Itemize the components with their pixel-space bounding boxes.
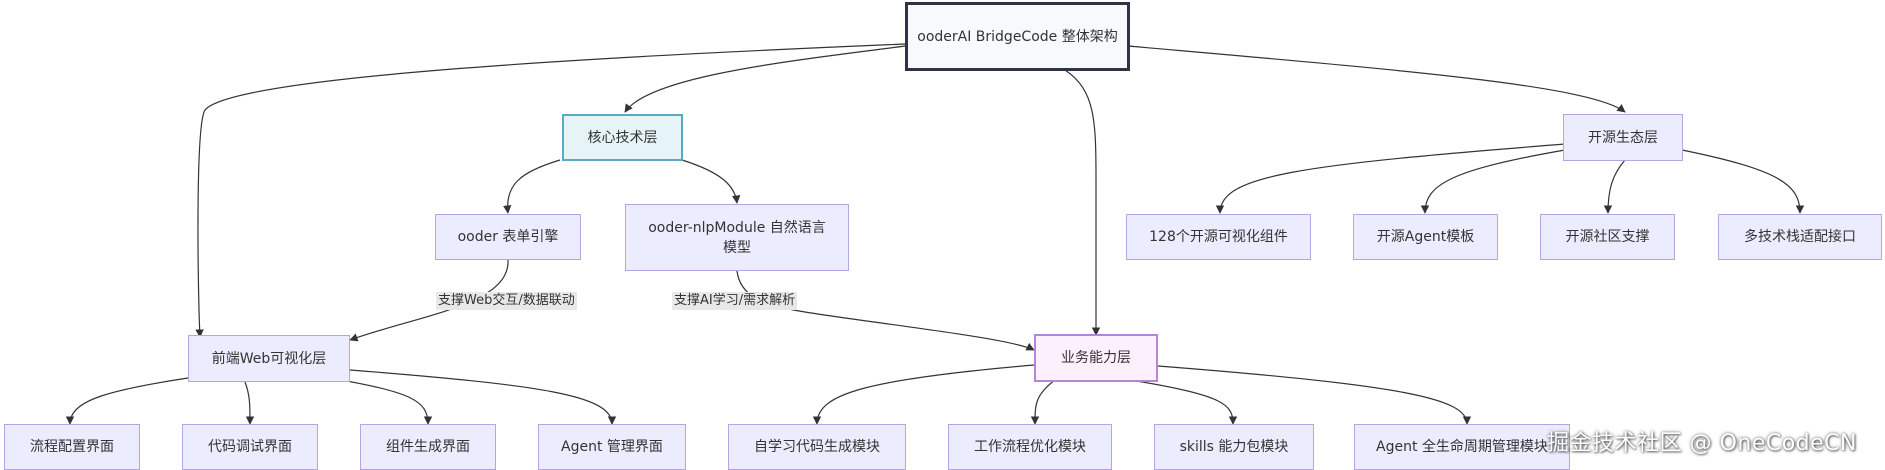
edge-biz-biz3 <box>1129 379 1238 425</box>
node-oss-agent-templates: 开源Agent模板 <box>1353 214 1498 260</box>
node-biz-self-learning-codegen: 自学习代码生成模块 <box>728 424 906 470</box>
edge-open-oss4 <box>1681 149 1805 214</box>
node-oss4-label: 多技术栈适配接口 <box>1744 229 1856 245</box>
node-web3-label: 组件生成界面 <box>386 439 470 455</box>
edge-root-open <box>1127 45 1626 113</box>
node-oss-components: 128个开源可视化组件 <box>1126 214 1311 260</box>
watermark: 掘金技术社区 @ OneCodeCN <box>1547 431 1857 456</box>
node-web-flow-config: 流程配置界面 <box>4 424 140 470</box>
node-business-layer: 业务能力层 <box>1034 334 1158 382</box>
node-oss-multi-stack: 多技术栈适配接口 <box>1718 214 1882 260</box>
node-root: ooderAI BridgeCode 整体架构 <box>905 2 1130 71</box>
node-biz2-label: 工作流程优化模块 <box>974 439 1086 455</box>
node-web1-label: 流程配置界面 <box>30 439 114 455</box>
edge-open-oss2 <box>1420 149 1566 214</box>
node-open-source-layer: 开源生态层 <box>1563 114 1683 161</box>
node-biz-agent-lifecycle: Agent 全生命周期管理模块 <box>1354 424 1570 470</box>
node-biz-workflow-optimize: 工作流程优化模块 <box>948 424 1112 470</box>
node-biz-skills-pack: skills 能力包模块 <box>1154 424 1314 470</box>
node-web-code-debug: 代码调试界面 <box>182 424 318 470</box>
edge-core-form <box>503 159 561 214</box>
node-nlp-label: ooder-nlpModule 自然语言模型 <box>648 219 826 256</box>
edge-web-web4 <box>349 369 617 425</box>
node-web-agent-manage: Agent 管理界面 <box>538 424 686 470</box>
node-web-label: 前端Web可视化层 <box>211 350 327 367</box>
edge-web-web3 <box>329 377 433 425</box>
node-oss2-label: 开源Agent模板 <box>1376 229 1475 245</box>
node-oss1-label: 128个开源可视化组件 <box>1149 229 1288 245</box>
edge-open-oss3 <box>1603 159 1626 214</box>
edge-web-web1 <box>65 377 189 425</box>
node-web2-label: 代码调试界面 <box>208 439 292 455</box>
node-core-label: 核心技术层 <box>587 129 658 146</box>
edge-root-core <box>624 45 906 113</box>
edge-label-nlp-biz: 支撑AI学习/需求解析 <box>672 292 798 310</box>
node-web4-label: Agent 管理界面 <box>561 439 663 455</box>
edge-biz-biz4 <box>1157 365 1472 425</box>
node-biz1-label: 自学习代码生成模块 <box>754 439 880 455</box>
node-web-layer: 前端Web可视化层 <box>188 335 350 382</box>
node-oss-community: 开源社区支撑 <box>1540 214 1675 260</box>
edge-nlp-biz <box>736 270 1035 351</box>
node-form-label: ooder 表单引擎 <box>457 229 559 245</box>
node-biz3-label: skills 能力包模块 <box>1179 439 1289 455</box>
node-biz-label: 业务能力层 <box>1061 350 1131 366</box>
node-oss3-label: 开源社区支撑 <box>1565 229 1650 245</box>
edge-open-oss1 <box>1215 143 1566 214</box>
edge-biz-biz1 <box>812 364 1035 425</box>
edge-root-biz <box>1064 69 1101 336</box>
edge-root-web <box>195 43 906 338</box>
node-biz4-label: Agent 全生命周期管理模块 <box>1376 439 1548 455</box>
node-core-tech-layer: 核心技术层 <box>562 114 683 161</box>
node-form-engine: ooder 表单引擎 <box>435 214 581 260</box>
node-open-label: 开源生态层 <box>1588 129 1658 146</box>
edge-biz-biz2 <box>1030 379 1056 425</box>
node-nlp-module: ooder-nlpModule 自然语言模型 <box>625 204 849 271</box>
node-root-label: ooderAI BridgeCode 整体架构 <box>917 28 1118 45</box>
edge-web-web2 <box>244 381 255 425</box>
edge-core-nlp <box>681 159 741 204</box>
edge-label-form-web: 支撑Web交互/数据联动 <box>436 292 577 310</box>
node-web-component-gen: 组件生成界面 <box>360 424 496 470</box>
